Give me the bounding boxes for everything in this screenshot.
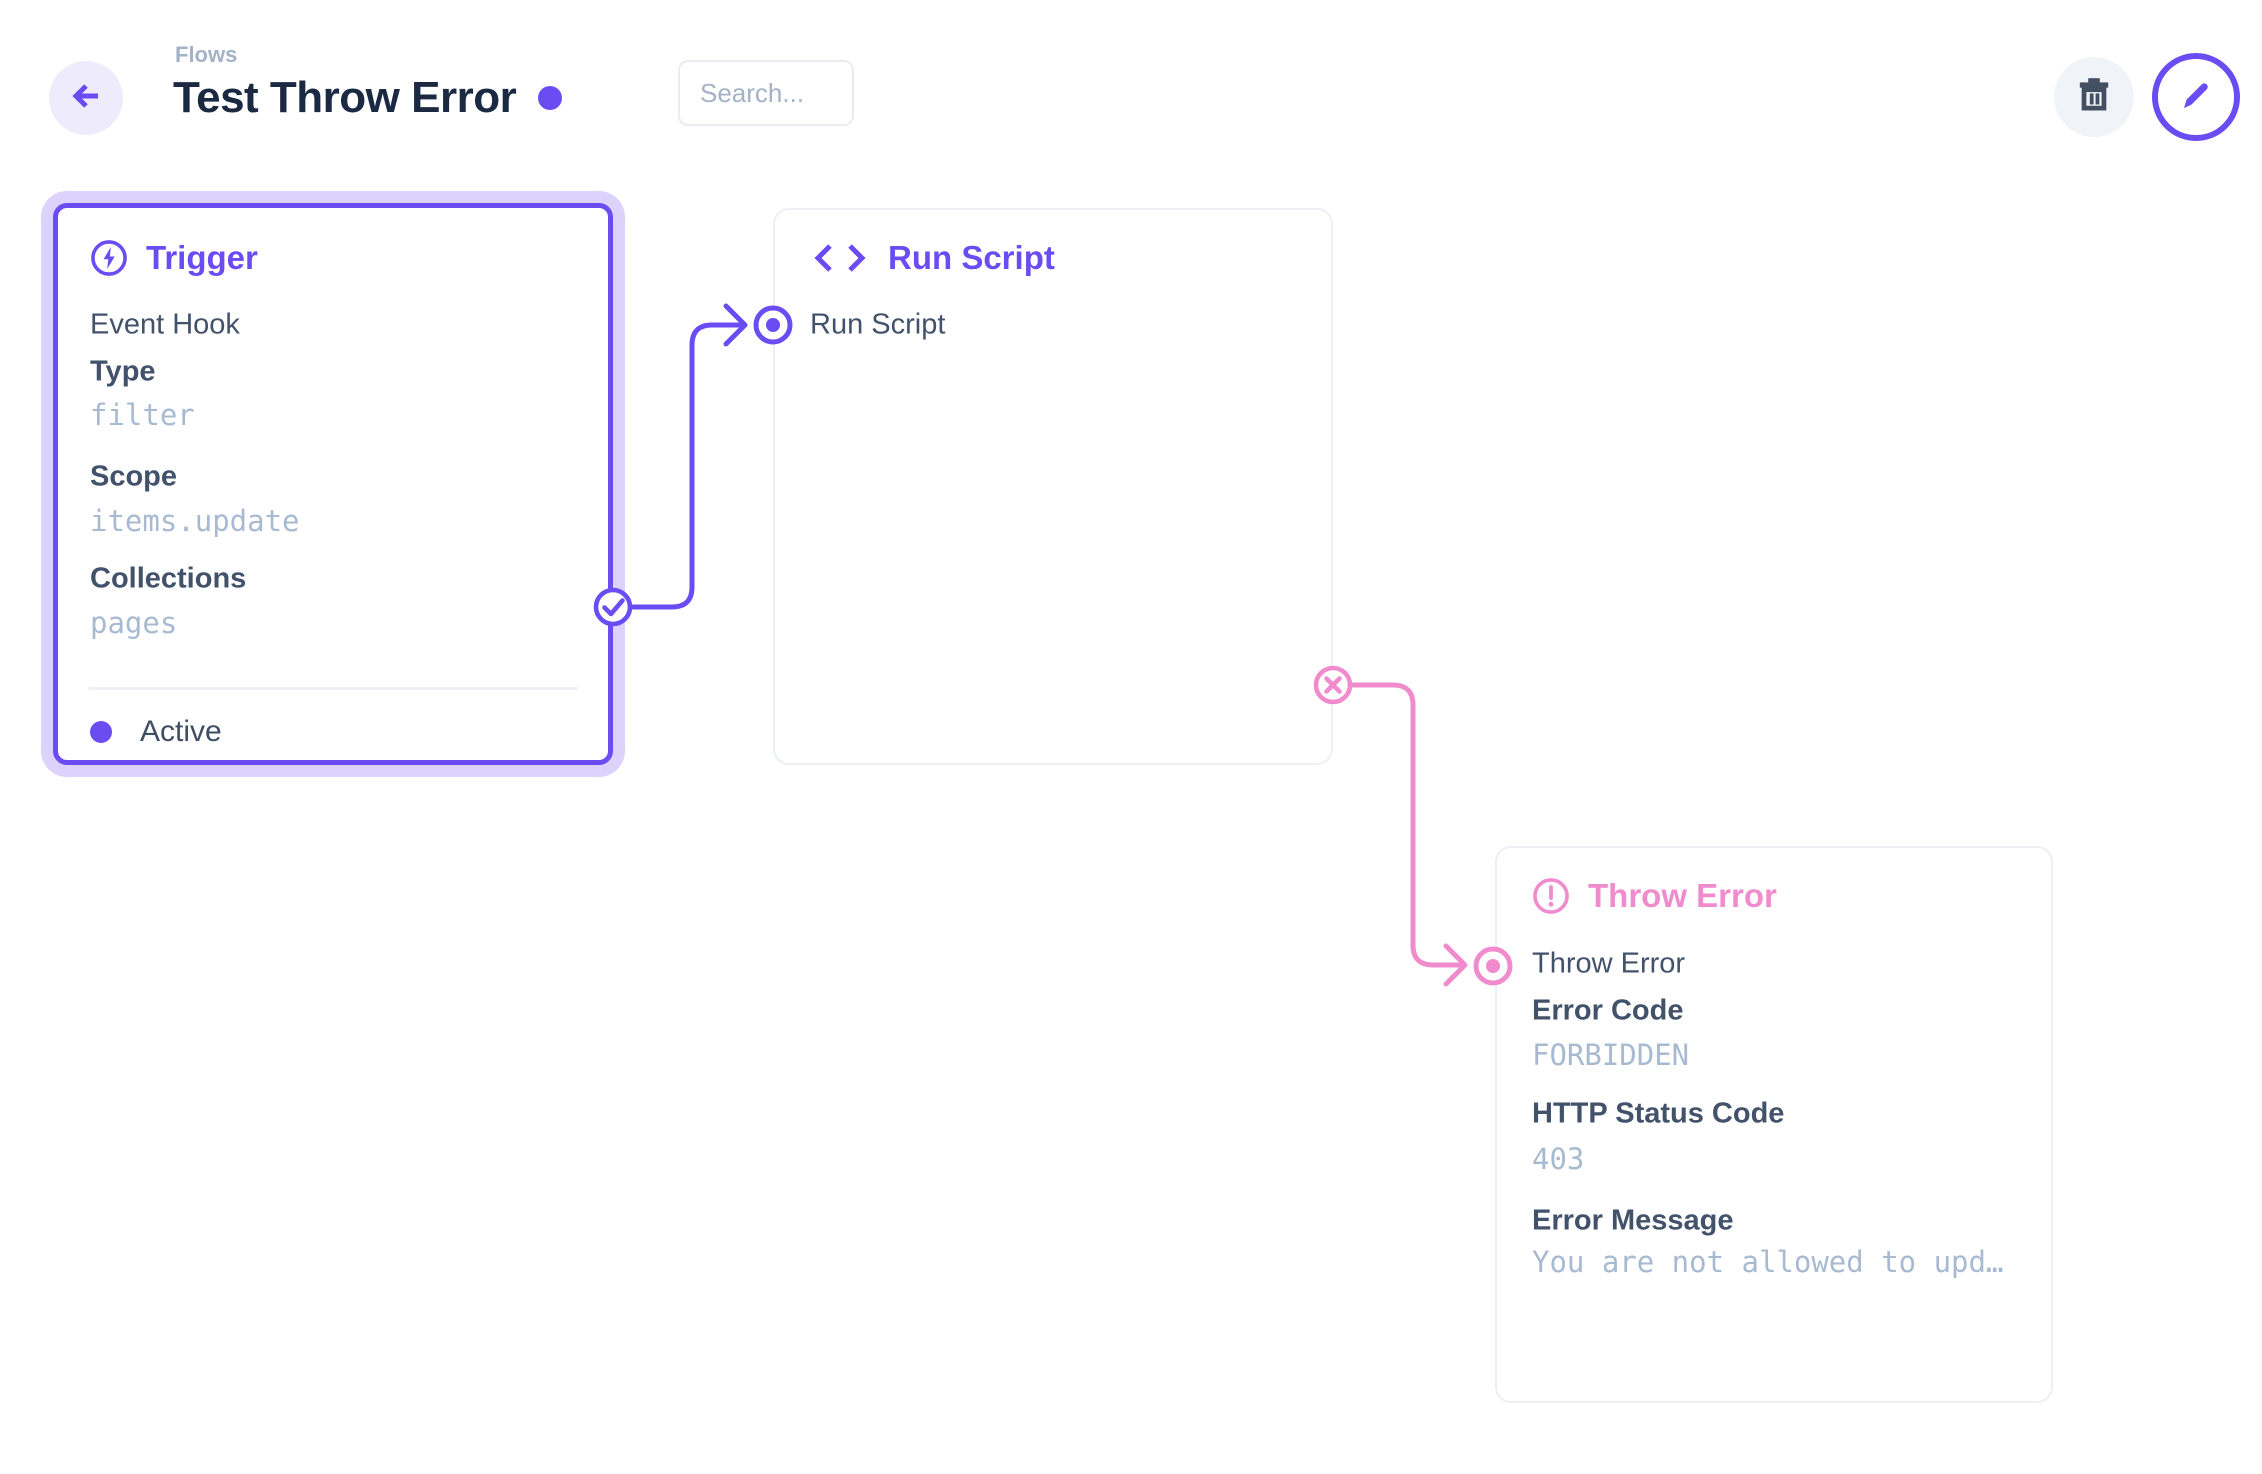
page-title: Test Throw Error	[173, 73, 517, 122]
trigger-title: Trigger	[146, 239, 258, 276]
trigger-panel-header: Trigger	[90, 239, 258, 277]
run-script-panel[interactable]: Run Script Run Script	[773, 208, 1333, 765]
breadcrumb[interactable]: Flows	[175, 42, 238, 67]
error-code-value: FORBIDDEN	[1532, 1038, 1690, 1072]
http-status-value: 403	[1532, 1142, 1585, 1176]
trigger-type-name: Event Hook	[90, 308, 240, 341]
collections-value: pages	[90, 606, 178, 640]
collections-label: Collections	[90, 562, 247, 595]
run-script-panel-header: Run Script	[810, 239, 1055, 277]
pencil-icon	[2175, 74, 2217, 121]
edit-flow-button[interactable]	[2152, 53, 2240, 141]
http-status-label: HTTP Status Code	[1532, 1097, 1785, 1130]
throw-error-operation-name: Throw Error	[1532, 947, 1686, 980]
throw-error-panel[interactable]: Throw Error Throw Error Error Code FORBI…	[1495, 846, 2053, 1403]
flow-status-dot	[538, 86, 563, 110]
alert-icon	[1532, 877, 1570, 915]
type-value: filter	[90, 398, 195, 432]
title-row: Test Throw Error	[173, 72, 563, 124]
panel-divider	[88, 687, 578, 690]
search-box	[678, 60, 854, 126]
resolve-arrow-icon	[723, 303, 748, 347]
trash-icon	[2073, 74, 2115, 121]
throw-error-title: Throw Error	[1588, 877, 1777, 914]
flow-status: Active	[90, 715, 222, 749]
search-input[interactable]	[680, 62, 852, 124]
bolt-icon	[90, 239, 128, 277]
trigger-panel[interactable]: Trigger Event Hook Type filter Scope ite…	[53, 203, 613, 765]
resolve-connection-line	[632, 322, 742, 610]
back-button[interactable]	[49, 61, 123, 135]
error-message-label: Error Message	[1532, 1204, 1734, 1237]
scope-label: Scope	[90, 460, 178, 493]
error-message-value: You are not allowed to upd…	[1532, 1245, 2004, 1279]
active-dot-icon	[90, 721, 112, 743]
code-icon	[810, 240, 870, 276]
delete-flow-button[interactable]	[2054, 57, 2134, 137]
reject-connection-line	[1352, 682, 1462, 968]
run-script-title: Run Script	[888, 239, 1055, 276]
scope-value: items.update	[90, 504, 300, 538]
active-label: Active	[140, 715, 222, 748]
back-arrow-icon	[64, 74, 108, 123]
run-script-operation-name: Run Script	[810, 308, 946, 341]
reject-arrow-icon	[1443, 943, 1468, 987]
error-code-label: Error Code	[1532, 994, 1684, 1027]
type-label: Type	[90, 355, 156, 388]
throw-error-panel-header: Throw Error	[1532, 877, 1777, 915]
